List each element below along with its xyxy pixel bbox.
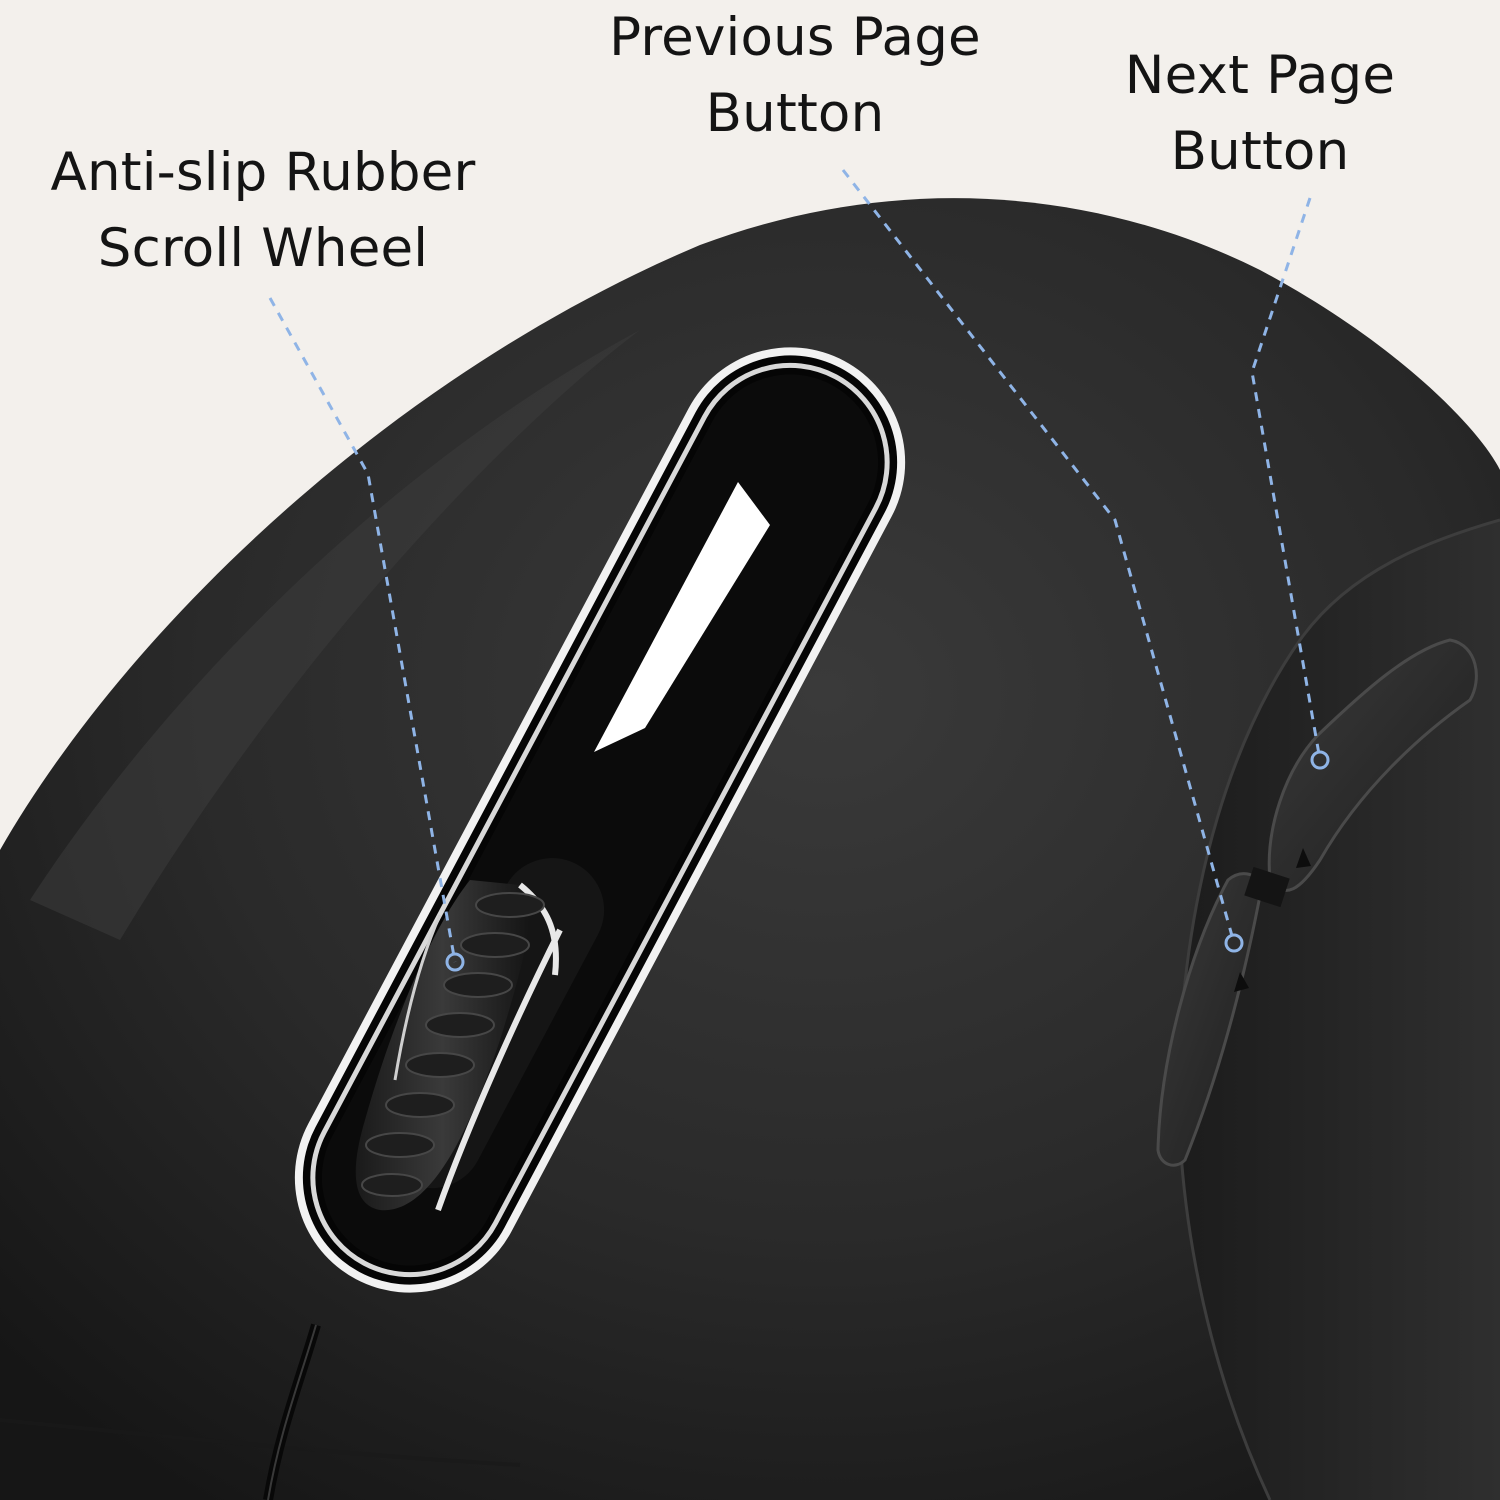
scroll-wheel-marker [445, 952, 465, 972]
leader-endpoints [445, 750, 1330, 972]
leader-lines [268, 169, 1322, 963]
next-page-callout-line1: Next Page [1124, 45, 1396, 106]
wheel-ribs [361, 892, 545, 1197]
page-down-arrow-icon [1234, 972, 1249, 992]
gloss-reflection [594, 482, 770, 752]
previous-page-callout: Previous Page Button [585, 0, 1005, 152]
page-up-arrow-icon [1296, 848, 1311, 868]
chrome-inner-trim [310, 362, 890, 1278]
next-page-marker [1310, 750, 1330, 770]
side-button-divider [1244, 866, 1290, 908]
scroll-wheel-callout-line1: Anti-slip Rubber [50, 142, 476, 203]
scroll-wheel-callout: Anti-slip Rubber Scroll Wheel [48, 135, 478, 287]
previous-page-callout-line2: Button [705, 83, 885, 144]
side-grip [1178, 520, 1500, 1500]
body-highlight [30, 330, 640, 940]
scroll-wheel-callout-line2: Scroll Wheel [97, 218, 429, 279]
scroll-wheel[interactable] [355, 880, 563, 1212]
previous-page-marker [1224, 933, 1244, 953]
previous-page-leader [841, 169, 1236, 944]
next-page-callout-line2: Button [1170, 121, 1350, 182]
next-page-button-shape[interactable] [1267, 638, 1478, 892]
side-grip-edge [1177, 518, 1500, 1500]
next-page-leader [1250, 197, 1322, 761]
previous-page-callout-line1: Previous Page [609, 7, 981, 68]
shell-seam [0, 1418, 521, 1467]
scroll-wheel-leader [268, 297, 457, 963]
next-page-callout: Next Page Button [1095, 38, 1425, 190]
